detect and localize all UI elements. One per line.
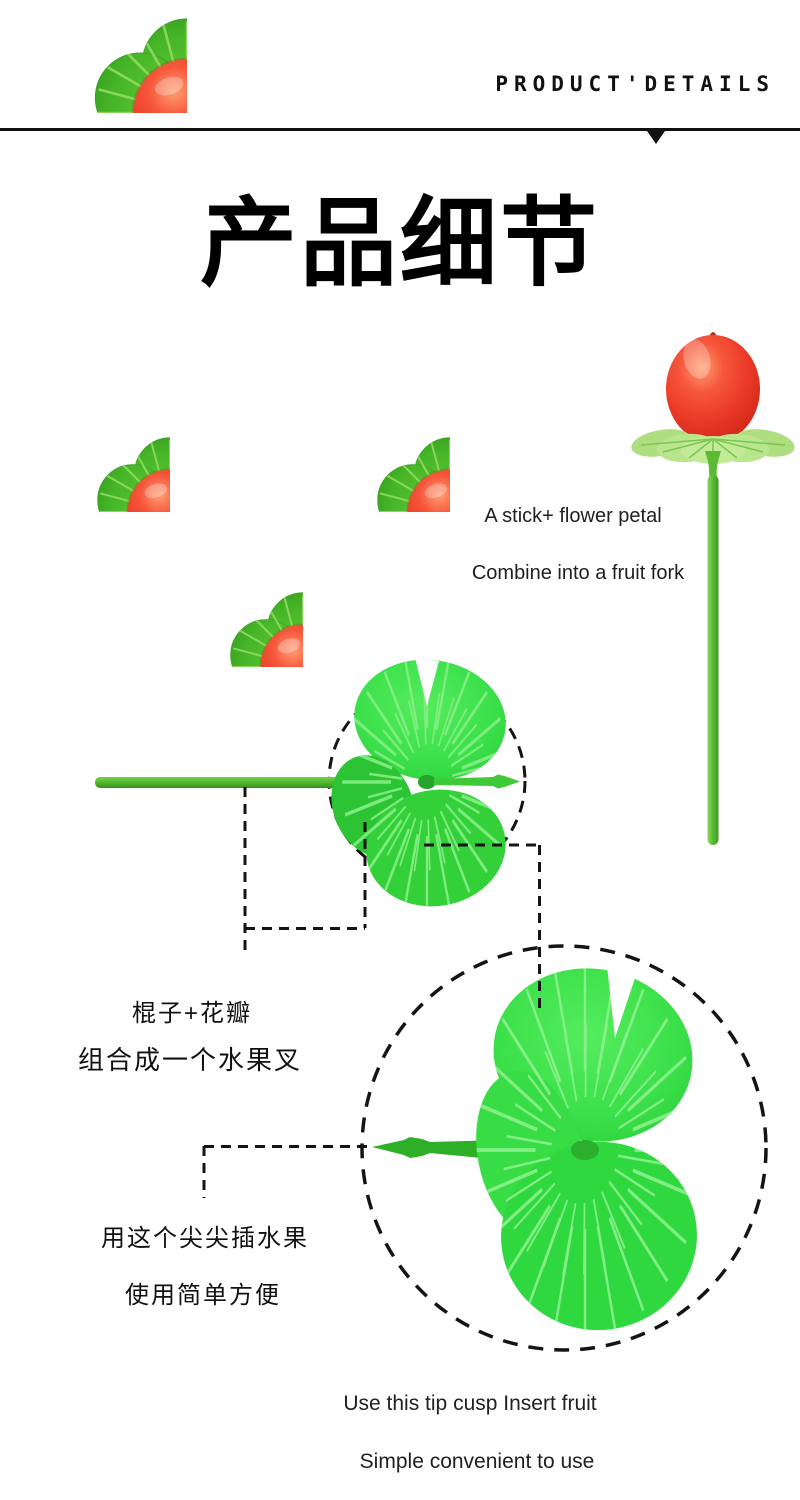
divider-line bbox=[0, 128, 800, 131]
caption-tip-cn-1: 用这个尖尖插水果 bbox=[101, 1225, 309, 1252]
caption-stick-petal-cn-2: 组合成一个水果叉 bbox=[77, 1045, 303, 1075]
petal-skirt bbox=[631, 429, 795, 464]
fork-tip bbox=[434, 774, 520, 789]
flower-fork-photo-2 bbox=[300, 362, 450, 512]
caption-tip-cn-2: 使用简单方便 bbox=[125, 1282, 281, 1309]
assembled-fork-photo bbox=[631, 332, 795, 845]
corner-flower-bottom-right-photo bbox=[606, 1415, 800, 1500]
corner-flower-top-left-photo bbox=[0, 0, 187, 113]
caption-stick-petal-en-1: A stick+ flower petal bbox=[484, 505, 662, 527]
page-title: 产品细节 bbox=[200, 189, 600, 298]
flower-back-view-large bbox=[466, 962, 704, 1338]
caption-stick-petal-en-2: Combine into a fruit fork bbox=[471, 562, 685, 584]
stick-flower-assembly-photo bbox=[95, 658, 527, 908]
flower-fork-photo-1 bbox=[20, 362, 170, 512]
magnifier-circle bbox=[360, 944, 768, 1352]
magnified-tip-photo bbox=[360, 944, 768, 1352]
caption-tip-en-1: Use this tip cusp Insert fruit bbox=[343, 1392, 597, 1415]
flower-fork-photo-3 bbox=[153, 517, 303, 667]
divider-arrow-icon bbox=[647, 131, 665, 144]
fork-tip-large bbox=[372, 1137, 502, 1160]
caption-tip-en-2: Simple convenient to use bbox=[359, 1450, 595, 1473]
brand-label: PRODUCT'DETAILS bbox=[495, 72, 775, 96]
flower-back-view bbox=[331, 658, 514, 908]
caption-stick-petal-cn-1: 棍子+花瓣 bbox=[131, 1000, 253, 1027]
